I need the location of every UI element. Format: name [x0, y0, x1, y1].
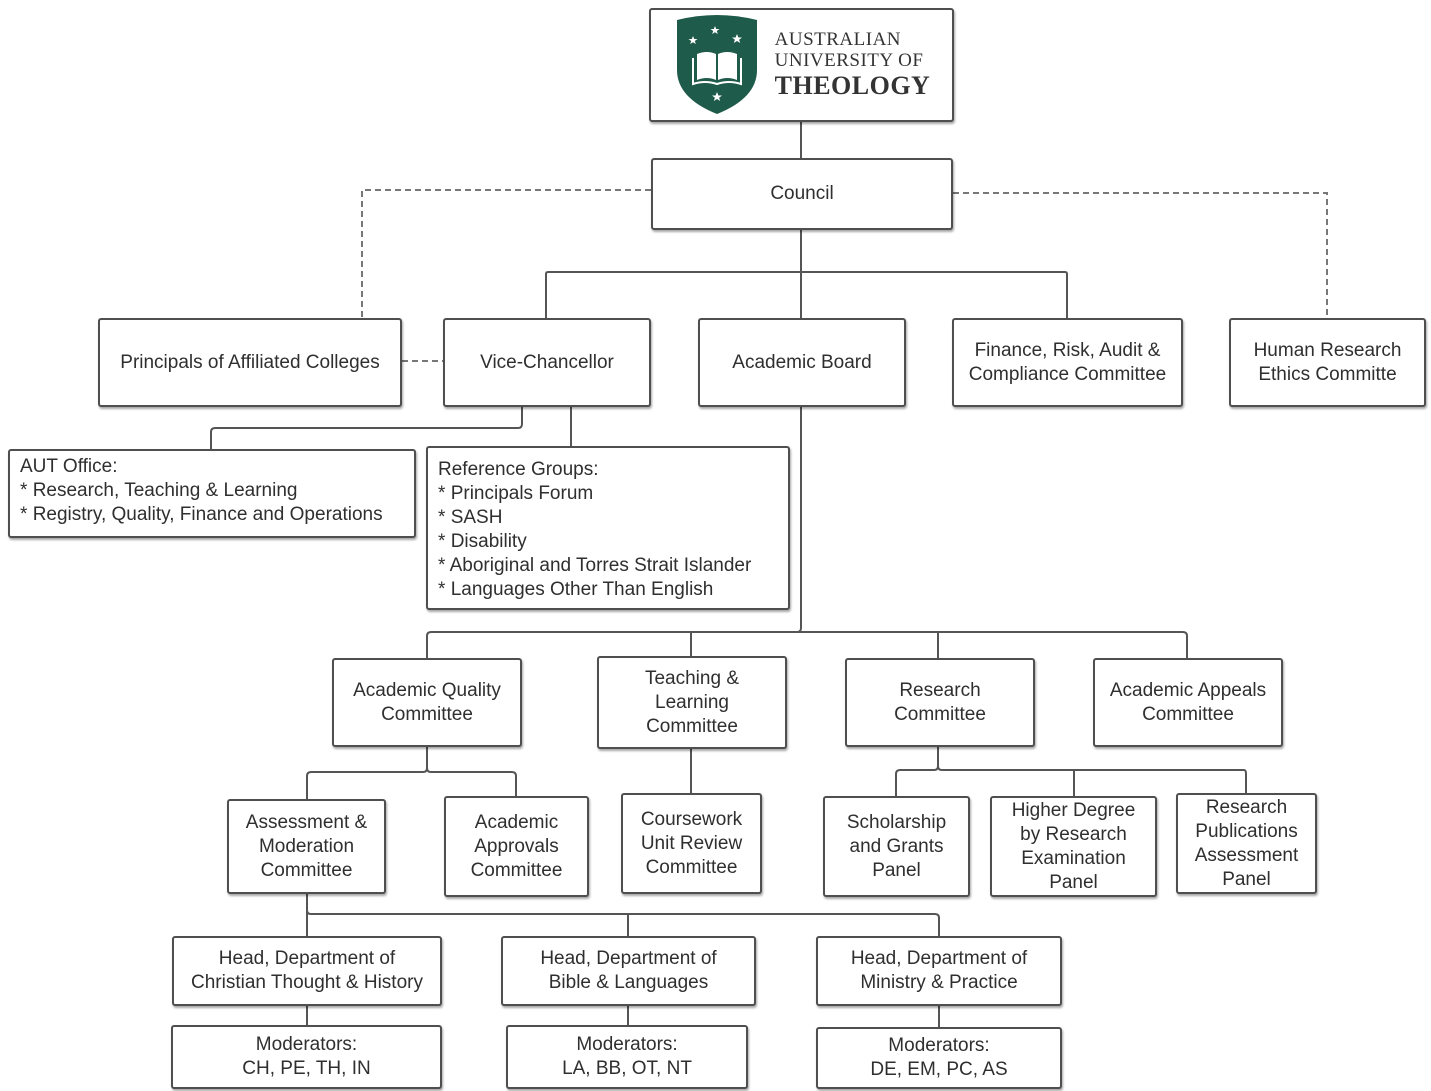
- head-christian-thought-label: Head, Department of Christian Thought & …: [191, 948, 423, 993]
- connector-aqc-children: [306, 747, 428, 799]
- research-committee-box: Research Committee: [845, 658, 1035, 747]
- principals-label: Principals of Affiliated Colleges: [120, 351, 380, 373]
- reference-groups-box: Reference Groups: Principals Forum SASH …: [426, 446, 790, 610]
- hdr-examination-panel-box: Higher Degree by Research Examination Pa…: [990, 796, 1157, 897]
- moderators-christian-thought-label: Moderators: CH, PE, TH, IN: [242, 1034, 371, 1079]
- connector-council-hrec-dashed: [953, 192, 1328, 318]
- university-logo-box: AUSTRALIAN UNIVERSITY OF THEOLOGY: [649, 8, 954, 122]
- university-name: AUSTRALIAN UNIVERSITY OF THEOLOGY: [775, 29, 931, 101]
- aut-office-title: AUT Office:: [20, 456, 118, 477]
- research-publications-panel-box: Research Publications Assessment Panel: [1176, 793, 1317, 894]
- moderators-ministry-practice-box: Moderators: DE, EM, PC, AS: [816, 1027, 1062, 1089]
- reference-groups-list: Principals Forum SASH Disability Aborigi…: [438, 482, 752, 602]
- hrec-box: Human Research Ethics Committe: [1229, 318, 1426, 407]
- university-name-line3: THEOLOGY: [774, 71, 931, 100]
- aut-office-box: AUT Office: Research, Teaching & Learnin…: [8, 449, 416, 538]
- connector-vc-aut-office: [210, 407, 523, 449]
- coursework-unit-review-committee-box: Coursework Unit Review Committee: [621, 793, 762, 894]
- university-name-line1: AUSTRALIAN: [774, 29, 902, 50]
- scholarship-grants-panel-box: Scholarship and Grants Panel: [823, 796, 970, 897]
- reference-groups-title: Reference Groups:: [438, 459, 599, 480]
- head-ministry-practice-box: Head, Department of Ministry & Practice: [816, 936, 1062, 1006]
- coursework-unit-review-committee-label: Coursework Unit Review Committee: [640, 808, 743, 878]
- moderators-bible-languages-box: Moderators: LA, BB, OT, NT: [506, 1025, 748, 1089]
- finance-committee-box: Finance, Risk, Audit & Compliance Commit…: [952, 318, 1183, 407]
- hdr-examination-panel-label: Higher Degree by Research Examination Pa…: [1011, 800, 1136, 893]
- council-label: Council: [770, 183, 834, 204]
- academic-quality-committee-label: Academic Quality Committee: [353, 679, 501, 725]
- academic-quality-committee-box: Academic Quality Committee: [332, 658, 522, 747]
- university-name-line2: UNIVERSITY OF: [774, 50, 924, 71]
- aut-office-item: Registry, Quality, Finance and Operation…: [20, 503, 383, 527]
- head-christian-thought-box: Head, Department of Christian Thought & …: [172, 936, 442, 1006]
- teaching-learning-committee-label: Teaching & Learning Committee: [644, 667, 739, 737]
- principals-box: Principals of Affiliated Colleges: [98, 318, 402, 407]
- reference-group-item: Disability: [438, 530, 751, 554]
- academic-approvals-committee-label: Academic Approvals Committee: [470, 811, 563, 881]
- reference-group-item: SASH: [438, 506, 751, 530]
- head-bible-languages-box: Head, Department of Bible & Languages: [501, 936, 756, 1006]
- academic-approvals-committee-box: Academic Approvals Committee: [444, 796, 589, 897]
- connector-board-committees: [796, 407, 802, 633]
- aut-office-item: Research, Teaching & Learning: [20, 479, 383, 503]
- head-bible-languages-label: Head, Department of Bible & Languages: [540, 948, 717, 993]
- finance-committee-label: Finance, Risk, Audit & Compliance Commit…: [968, 339, 1167, 385]
- assessment-moderation-committee-label: Assessment & Moderation Committee: [245, 811, 368, 881]
- hrec-label: Human Research Ethics Committe: [1253, 339, 1402, 385]
- moderators-christian-thought-box: Moderators: CH, PE, TH, IN: [171, 1025, 442, 1089]
- shield-book-southern-cross-icon: [676, 15, 757, 114]
- connector-research-hdr-rpap: [937, 765, 1247, 793]
- assessment-moderation-committee-box: Assessment & Moderation Committee: [227, 799, 386, 894]
- head-ministry-practice-label: Head, Department of Ministry & Practice: [850, 948, 1028, 993]
- academic-appeals-committee-label: Academic Appeals Committee: [1109, 679, 1267, 725]
- aut-office-list: Research, Teaching & Learning Registry, …: [20, 479, 383, 527]
- reference-group-item: Aboriginal and Torres Strait Islander: [438, 554, 752, 578]
- council-box: Council: [651, 158, 953, 230]
- reference-group-item: Principals Forum: [438, 482, 751, 506]
- academic-board-box: Academic Board: [698, 318, 906, 407]
- scholarship-grants-panel-label: Scholarship and Grants Panel: [846, 811, 947, 881]
- academic-board-label: Academic Board: [732, 351, 872, 373]
- teaching-learning-committee-box: Teaching & Learning Committee: [597, 656, 787, 749]
- moderators-bible-languages-label: Moderators: LA, BB, OT, NT: [562, 1034, 692, 1079]
- connector-top-level-bus: [545, 271, 1068, 318]
- academic-appeals-committee-box: Academic Appeals Committee: [1093, 658, 1283, 747]
- moderators-ministry-practice-label: Moderators: DE, EM, PC, AS: [870, 1035, 1008, 1080]
- research-publications-panel-label: Research Publications Assessment Panel: [1194, 797, 1299, 890]
- vice-chancellor-label: Vice-Chancellor: [480, 351, 614, 373]
- vice-chancellor-box: Vice-Chancellor: [443, 318, 651, 407]
- connector-council-principals-dashed: [361, 189, 651, 318]
- connector-research-children: [895, 747, 939, 796]
- connector-aqc-aac: [426, 767, 517, 796]
- connector-committees-bus: [426, 631, 1188, 658]
- research-committee-label: Research Committee: [894, 679, 986, 725]
- connector-amc-heads: [306, 894, 940, 936]
- reference-group-item: Languages Other Than English: [438, 578, 751, 602]
